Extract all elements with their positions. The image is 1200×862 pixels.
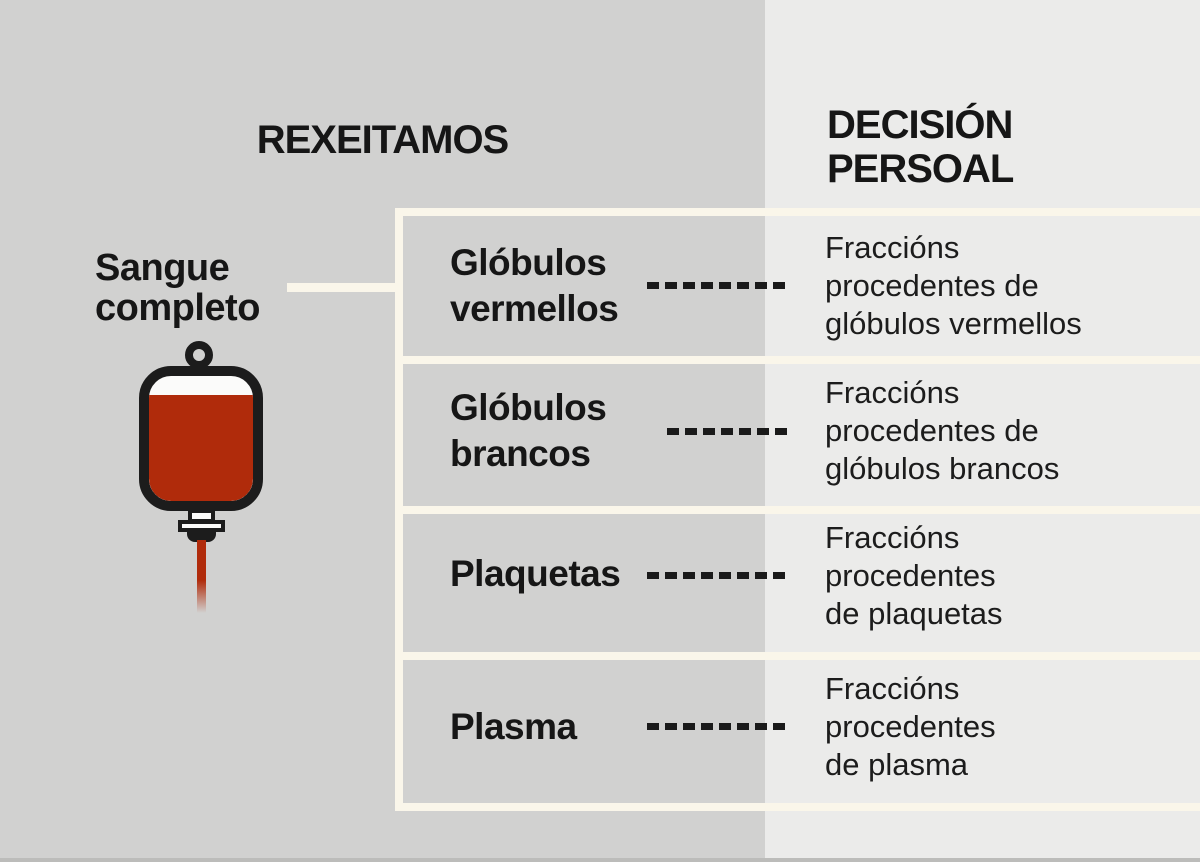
row-separator-1: [395, 356, 1200, 364]
fraction-label-line1: Fraccións: [825, 520, 960, 555]
fraction-label: Fraccións procedentes de plaquetas: [825, 519, 1003, 633]
component-label-line1: Glóbulos: [450, 242, 607, 283]
dashed-connector: [647, 723, 787, 730]
fraction-label: Fraccións procedentes de glóbulos branco…: [825, 374, 1059, 488]
decision-persoal-heading-line1: DECISIÓN: [827, 103, 1013, 147]
sangue-completo-label: Sangue completo: [95, 248, 260, 328]
component-label: Plaquetas: [450, 551, 621, 597]
fraction-label-line3: glóbulos vermellos: [825, 306, 1082, 341]
source-connector-line: [287, 283, 395, 292]
decision-persoal-heading-line2: PERSOAL: [827, 147, 1014, 191]
rexeitamos-heading: REXEITAMOS: [256, 118, 510, 162]
component-label: Glóbulos brancos: [450, 385, 607, 477]
component-label: Plasma: [450, 704, 577, 750]
component-label-line2: vermellos: [450, 288, 619, 329]
dashed-connector: [647, 282, 787, 289]
fraction-label-line1: Fraccións: [825, 375, 960, 410]
decision-persoal-heading: DECISIÓN PERSOAL: [827, 103, 1014, 191]
blood-bag-body: [139, 366, 263, 511]
fraction-label: Fraccións procedentes de plasma: [825, 670, 996, 784]
sangue-completo-label-line2: completo: [95, 287, 260, 329]
sangue-completo-label-line1: Sangue: [95, 247, 230, 289]
fraction-label-line2: procedentes de: [825, 268, 1039, 303]
dashed-connector: [647, 572, 787, 579]
component-label-line1: Glóbulos: [450, 387, 607, 428]
row-separator-2: [395, 506, 1200, 514]
blood-bag-hanger-ring: [185, 341, 213, 369]
decision-panel-background: [765, 0, 1200, 862]
fraction-label-line3: glóbulos brancos: [825, 451, 1060, 486]
fraction-label-line1: Fraccións: [825, 230, 960, 265]
fraction-label-line2: procedentes de: [825, 413, 1039, 448]
row-separator-3: [395, 652, 1200, 660]
row-separator-top: [395, 208, 1200, 216]
fraction-label-line2: procedentes: [825, 709, 996, 744]
blood-bag-port-nozzle: [187, 529, 216, 542]
fraction-label: Fraccións procedentes de glóbulos vermel…: [825, 229, 1082, 343]
component-label: Glóbulos vermellos: [450, 240, 619, 332]
blood-bag-fill: [149, 395, 253, 501]
fraction-label-line3: de plasma: [825, 747, 969, 782]
bottom-edge-shadow: [0, 858, 1200, 862]
blood-bag-tube: [197, 540, 206, 613]
fraction-label-line2: procedentes: [825, 558, 996, 593]
fraction-label-line1: Fraccións: [825, 671, 960, 706]
component-label-line2: brancos: [450, 433, 591, 474]
dashed-connector: [667, 428, 789, 435]
component-label-line1: Plasma: [450, 706, 577, 747]
row-separator-bottom: [395, 803, 1200, 811]
fraction-label-line3: de plaquetas: [825, 596, 1003, 631]
component-label-line1: Plaquetas: [450, 553, 621, 594]
